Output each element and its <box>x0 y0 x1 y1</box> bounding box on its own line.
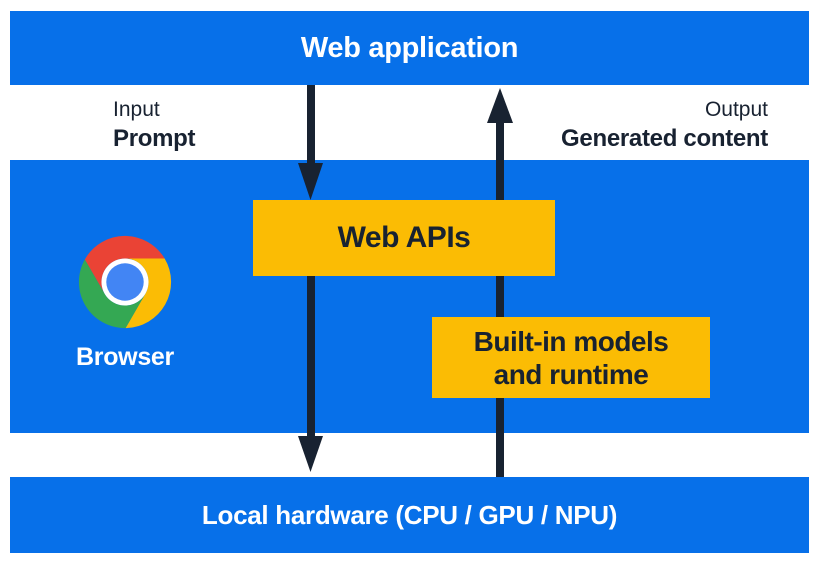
input-label-group: Input Prompt <box>113 95 196 153</box>
browser-label: Browser <box>76 343 174 371</box>
web-apis-label: Web APIs <box>337 221 471 254</box>
local-hardware-bar: Local hardware (CPU / GPU / NPU) <box>10 477 809 553</box>
web-application-bar: Web application <box>10 11 809 85</box>
web-apis-box: Web APIs <box>253 200 555 276</box>
web-application-label: Web application <box>300 31 519 64</box>
chrome-browser-icon <box>78 235 172 329</box>
input-title: Input <box>113 98 160 121</box>
builtin-models-label-line1: Built-in models <box>473 325 669 357</box>
local-hardware-label: Local hardware (CPU / GPU / NPU) <box>201 499 618 530</box>
builtin-models-box: Built-in models and runtime <box>432 317 710 398</box>
input-value: Prompt <box>113 125 196 152</box>
output-label-group: Output Generated content <box>561 95 768 153</box>
output-title: Output <box>704 98 768 121</box>
builtin-models-label-line2: and runtime <box>493 358 649 390</box>
output-value: Generated content <box>561 125 768 152</box>
